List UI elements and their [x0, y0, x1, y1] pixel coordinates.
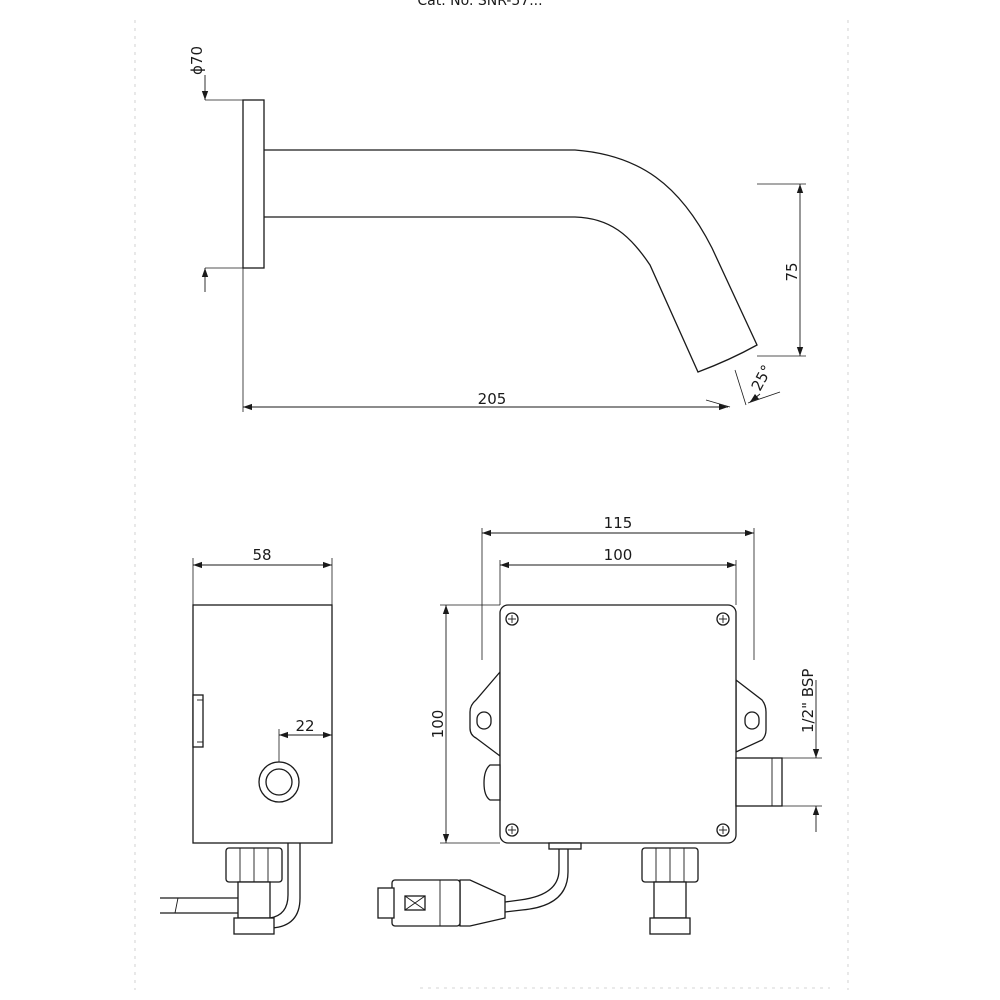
- button-offset-label: 22: [295, 717, 314, 735]
- left-ear: [469, 670, 501, 758]
- side-elbow: [269, 843, 289, 919]
- side-fitting: [237, 881, 271, 919]
- overall-width-dimension: 115: [481, 514, 755, 660]
- sheet-frame: [134, 20, 849, 990]
- cable-outer: [504, 849, 560, 903]
- side-clip: [192, 694, 204, 748]
- side-button-inner: [265, 768, 293, 796]
- box-side-button: [483, 764, 501, 801]
- body-width-dimension: 100: [499, 546, 737, 605]
- spout-view: ϕ70 75 205 25°: [188, 46, 806, 412]
- bsp-label: 1/2" BSP: [799, 669, 817, 733]
- wall-flange: [242, 99, 265, 269]
- side-view: 58 22: [160, 546, 333, 935]
- length-label: 205: [478, 390, 507, 408]
- inlet-fitting: [653, 881, 687, 919]
- connector-body: [391, 879, 461, 927]
- control-box-body: [499, 604, 737, 844]
- flange-diameter-label: ϕ70: [188, 46, 206, 75]
- side-fitting-base: [233, 917, 275, 935]
- connector-mark: [404, 895, 426, 911]
- cable-gland: [548, 842, 582, 850]
- spout-body: [264, 149, 758, 373]
- height-dimension: 75: [757, 183, 806, 357]
- side-elbow-outer: [271, 843, 301, 929]
- control-box-view: 115 100 100 1/2" BSP: [377, 514, 822, 935]
- screw-icon-bottom-right: [716, 823, 730, 837]
- catalog-number: Cat. No. SNR-57...: [417, 0, 542, 9]
- length-dimension: 205: [242, 268, 731, 412]
- outlet-pipe: [735, 757, 783, 807]
- button-offset-dimension: 22: [278, 717, 332, 762]
- flange-diameter-dimension: ϕ70: [188, 46, 243, 292]
- screw-icon-bottom-left: [505, 823, 519, 837]
- side-width-label: 58: [252, 546, 271, 564]
- connector-tip: [377, 887, 395, 919]
- angle-dimension: 25°: [734, 362, 781, 406]
- body-width-label: 100: [604, 546, 633, 564]
- inlet-fitting-base: [649, 917, 691, 935]
- side-housing: [192, 604, 333, 844]
- body-height-label: 100: [429, 710, 447, 739]
- right-ear: [735, 678, 767, 754]
- height-label: 75: [783, 262, 801, 281]
- body-height-dimension: 100: [429, 604, 500, 844]
- screw-icon-top-left: [505, 612, 519, 626]
- overall-width-label: 115: [604, 514, 633, 532]
- bsp-dimension: 1/2" BSP: [782, 669, 822, 832]
- cable-inner: [504, 849, 569, 913]
- angle-label: 25°: [748, 362, 776, 394]
- connector-strain-relief: [459, 879, 506, 927]
- side-width-dimension: 58: [192, 546, 333, 605]
- screw-icon-top-right: [716, 612, 730, 626]
